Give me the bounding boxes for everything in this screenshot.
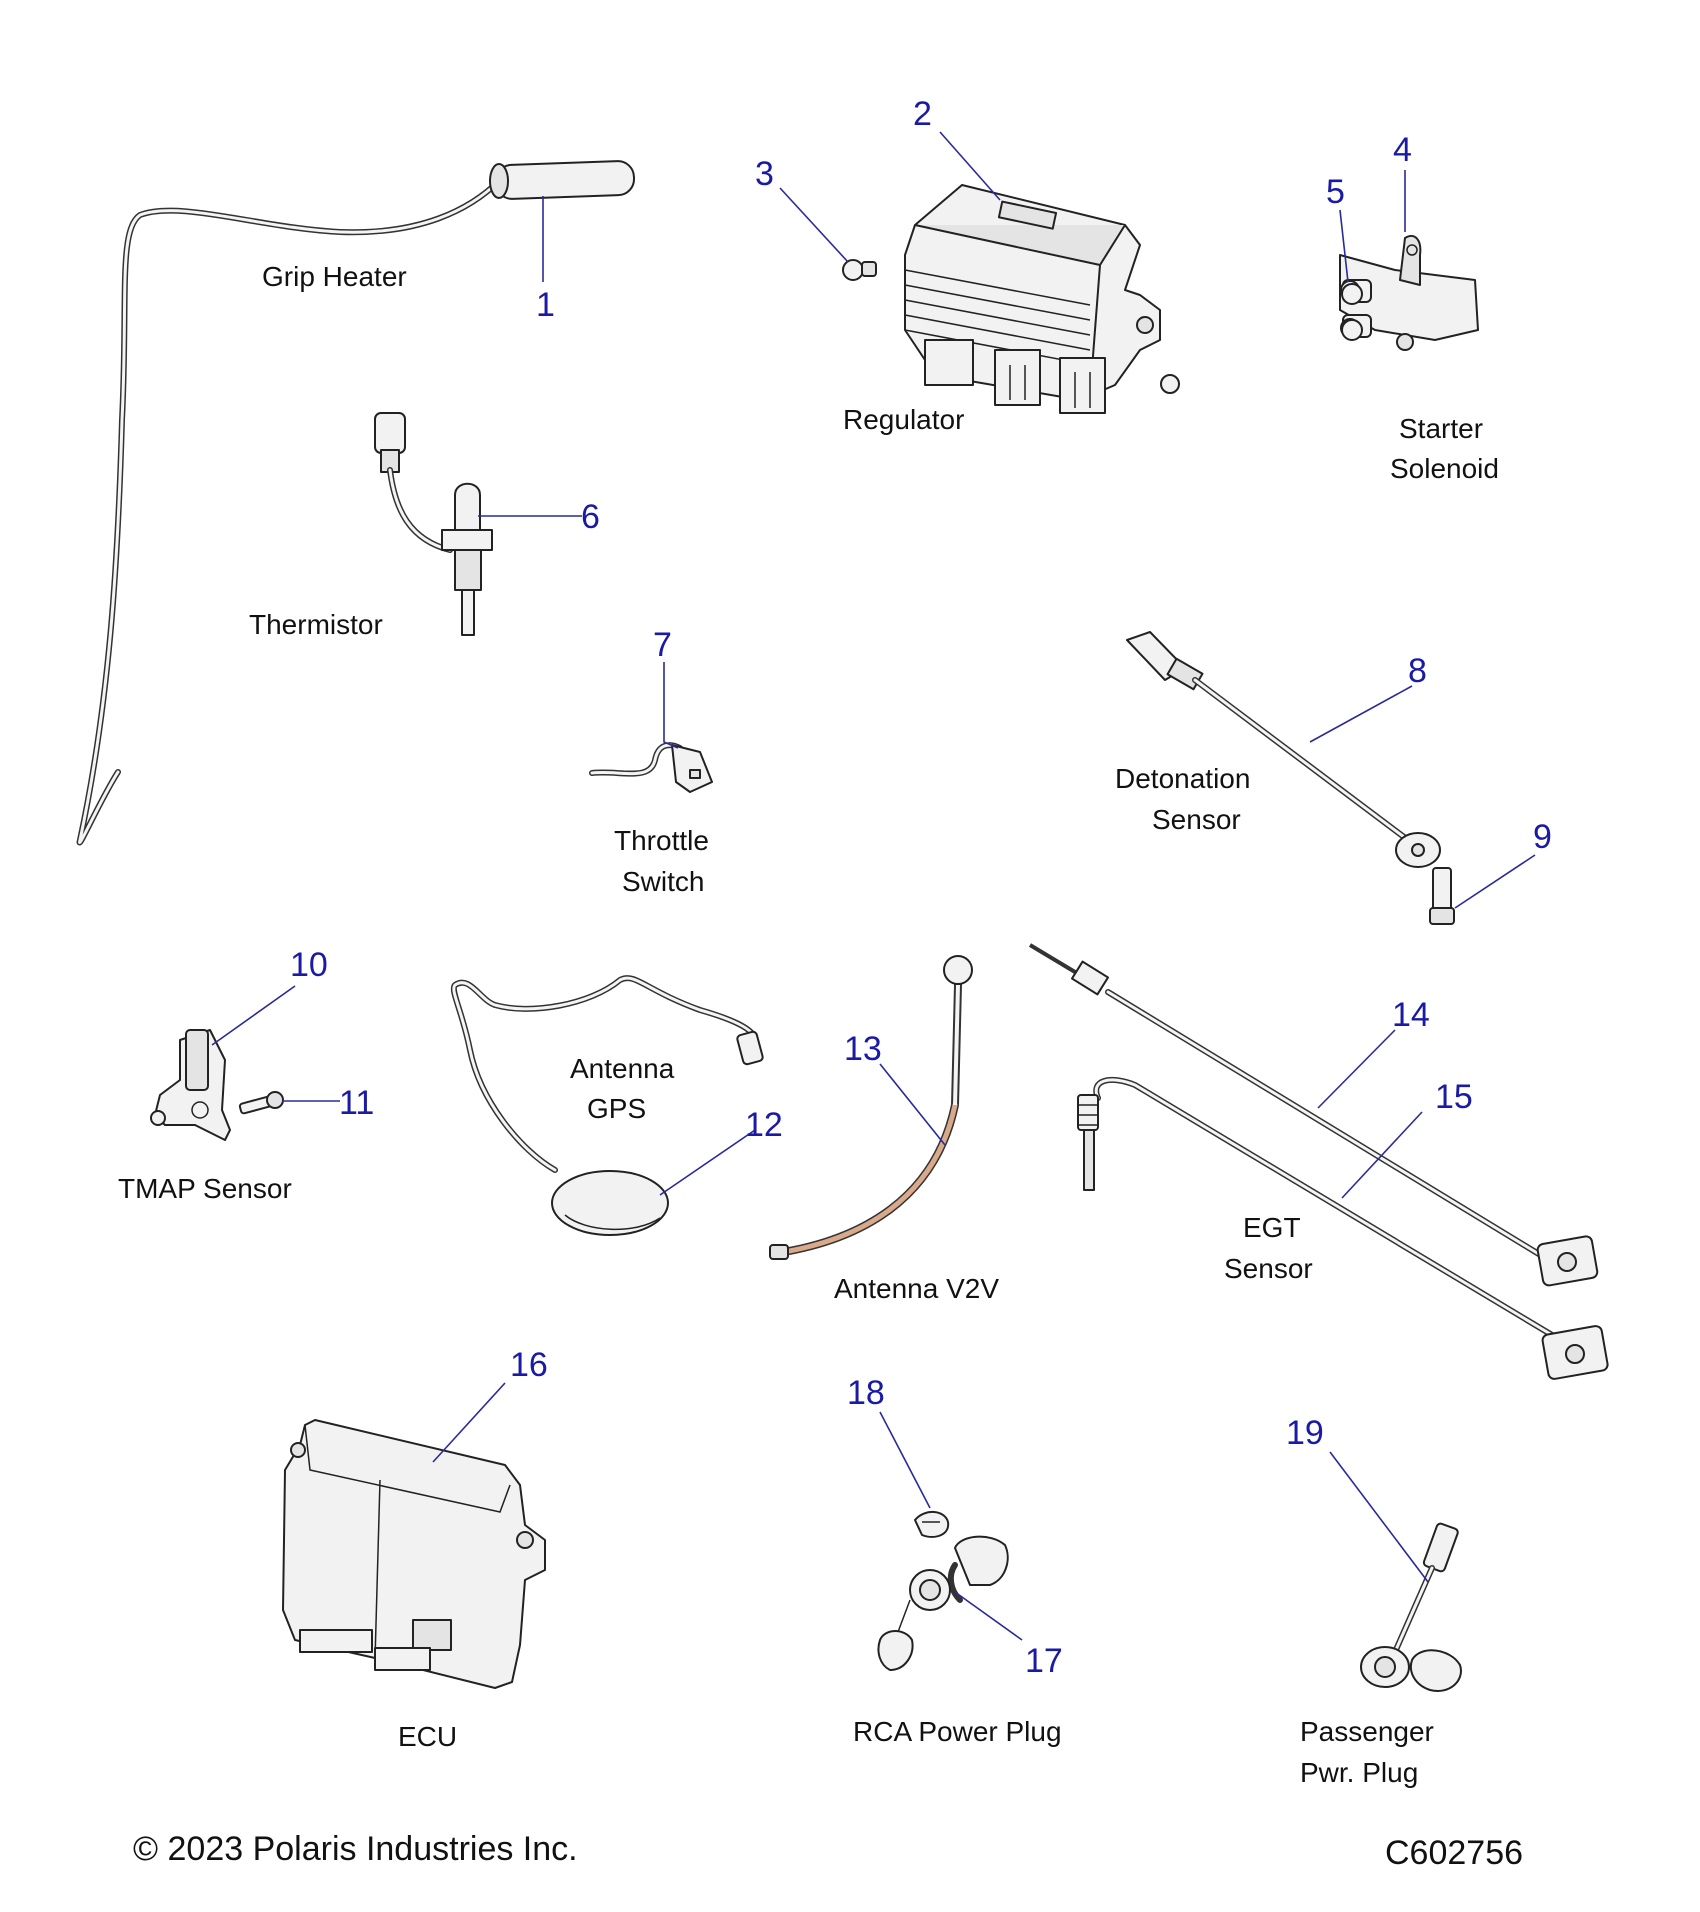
label-passenger-plug-2: Pwr. Plug xyxy=(1300,1757,1418,1788)
leader-15 xyxy=(1341,1111,1423,1199)
callout-10: 10 xyxy=(290,946,328,984)
leader-16 xyxy=(432,1382,506,1463)
label-thermistor: Thermistor xyxy=(249,609,383,640)
callout-5: 5 xyxy=(1326,173,1345,211)
callout-6: 6 xyxy=(581,498,600,536)
copyright-text: © 2023 Polaris Industries Inc. xyxy=(133,1830,578,1868)
callout-1: 1 xyxy=(536,286,555,324)
leader-13 xyxy=(879,1063,946,1146)
screw-11-part xyxy=(238,1091,284,1115)
callout-17: 17 xyxy=(1025,1642,1063,1680)
callout-16: 16 xyxy=(510,1346,548,1384)
callout-4: 4 xyxy=(1393,131,1412,169)
nuts-5-part xyxy=(1341,283,1363,341)
label-antenna-gps-1: Antenna xyxy=(570,1053,675,1084)
label-detonation-sensor-2: Sensor xyxy=(1152,804,1241,835)
label-antenna-gps-2: GPS xyxy=(587,1093,646,1124)
egt-sensor-15-part xyxy=(1077,1076,1609,1380)
callout-14: 14 xyxy=(1392,996,1430,1034)
leader-10 xyxy=(211,985,296,1046)
callout-3: 3 xyxy=(755,155,774,193)
label-ecu: ECU xyxy=(398,1721,457,1752)
leader-2 xyxy=(939,131,1001,201)
ecu-part xyxy=(282,1419,546,1689)
label-starter-solenoid-2: Solenoid xyxy=(1390,453,1499,484)
label-antenna-v2v: Antenna V2V xyxy=(834,1273,999,1304)
rca-power-plug-part xyxy=(877,1535,1009,1671)
leader-7 xyxy=(663,662,679,749)
callout-11: 11 xyxy=(339,1084,374,1122)
grip-heater-part xyxy=(76,160,636,846)
tmap-sensor-part xyxy=(150,1029,231,1141)
callout-8: 8 xyxy=(1408,652,1427,690)
label-throttle-switch-2: Switch xyxy=(622,866,704,897)
leader-17 xyxy=(954,1591,1023,1641)
callout-7: 7 xyxy=(653,626,672,664)
figure-id: C602756 xyxy=(1385,1834,1523,1872)
label-regulator: Regulator xyxy=(843,404,964,435)
leader-14 xyxy=(1317,1029,1396,1109)
callout-18: 18 xyxy=(847,1374,885,1412)
leader-3 xyxy=(779,187,849,263)
label-starter-solenoid-1: Starter xyxy=(1399,413,1483,444)
leader-12 xyxy=(659,1129,756,1196)
callout-15: 15 xyxy=(1435,1078,1473,1116)
callout-12: 12 xyxy=(745,1106,783,1144)
label-egt-sensor-2: Sensor xyxy=(1224,1253,1313,1284)
leader-9 xyxy=(1454,854,1536,909)
callout-9: 9 xyxy=(1533,818,1552,856)
bolt-9-part xyxy=(1429,867,1455,925)
leader-19 xyxy=(1329,1451,1429,1583)
leader-8 xyxy=(1309,685,1413,743)
thermistor-part xyxy=(374,412,493,636)
egt-sensor-14-part xyxy=(1028,943,1599,1287)
label-tmap-sensor: TMAP Sensor xyxy=(118,1173,292,1204)
label-throttle-switch-1: Throttle xyxy=(614,825,709,856)
label-egt-sensor-1: EGT xyxy=(1243,1212,1301,1243)
regulator-part xyxy=(904,184,1180,414)
label-rca-power-plug: RCA Power Plug xyxy=(853,1716,1062,1747)
label-detonation-sensor-1: Detonation xyxy=(1115,763,1250,794)
detonation-sensor-part xyxy=(1126,631,1441,868)
callout-2: 2 xyxy=(913,95,932,133)
callout-13: 13 xyxy=(844,1030,882,1068)
callout-19: 19 xyxy=(1286,1414,1324,1452)
antenna-v2v-part xyxy=(769,955,973,1260)
leader-5 xyxy=(1339,209,1349,283)
nut-18-part xyxy=(914,1511,950,1538)
throttle-switch-part xyxy=(589,742,713,793)
label-grip-heater: Grip Heater xyxy=(262,261,407,292)
passenger-power-plug-part xyxy=(1360,1522,1462,1692)
screw-3-part xyxy=(842,259,877,281)
antenna-gps-part xyxy=(450,975,764,1236)
leader-18 xyxy=(879,1411,931,1509)
label-passenger-plug-1: Passenger xyxy=(1300,1716,1434,1747)
